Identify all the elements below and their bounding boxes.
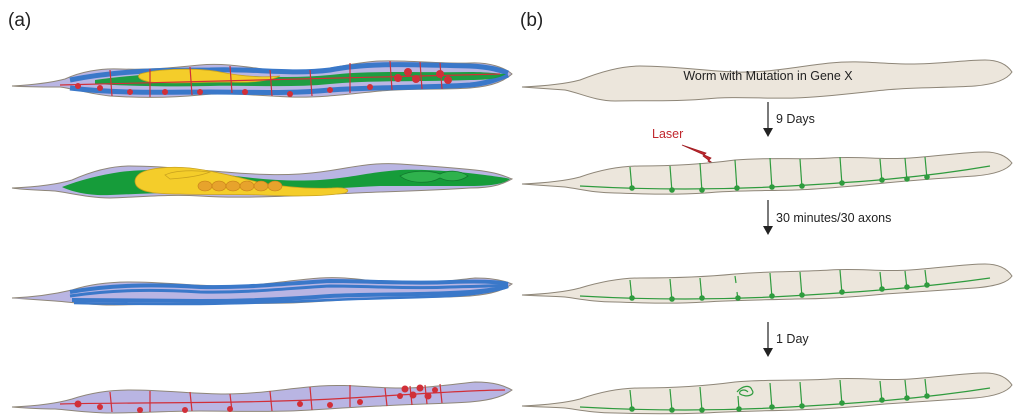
panel-b: Worm with Mutation in Gene X 9 Days Lase…	[522, 60, 1012, 414]
worm-b-neurons-before	[522, 152, 1012, 194]
worm-a-neurons	[12, 382, 512, 413]
worm-a2-pharynx	[400, 171, 468, 182]
worm-a4-body	[12, 382, 512, 413]
step-label-3: 1 Day	[776, 332, 809, 346]
panel-a-label: (a)	[8, 10, 31, 31]
worm-a-full-anatomy	[12, 61, 512, 98]
worm-a-digestive-reproductive	[12, 164, 512, 198]
step-arrow-1: 9 Days	[763, 102, 815, 137]
worm-b1-label: Worm with Mutation in Gene X	[683, 69, 853, 83]
worm-b-neurons-regrowth	[522, 373, 1012, 414]
step-label-2: 30 minutes/30 axons	[776, 211, 891, 225]
step-arrow-2: 30 minutes/30 axons	[763, 200, 891, 235]
step-label-1: 9 Days	[776, 112, 815, 126]
step-arrow-3: 1 Day	[763, 322, 809, 357]
worm-a-muscles	[12, 278, 512, 305]
laser-label: Laser	[652, 127, 683, 141]
worm-b-neurons-cut	[522, 264, 1012, 303]
panel-b-label: (b)	[520, 10, 543, 31]
panel-a	[12, 61, 512, 413]
worm-b-mutant: Worm with Mutation in Gene X	[522, 60, 1012, 101]
